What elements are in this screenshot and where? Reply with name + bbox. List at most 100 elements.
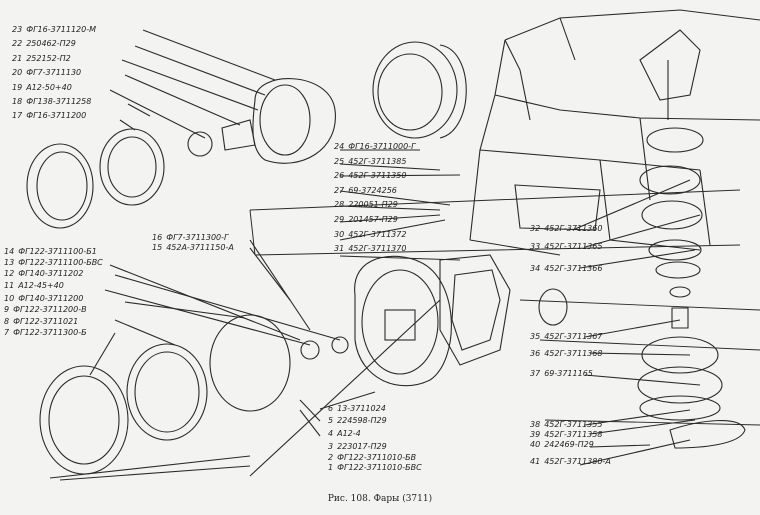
callout-number: 7 — [4, 327, 10, 337]
handle-41 — [669, 420, 746, 449]
part-code: 452Г-3711367 — [544, 332, 603, 341]
part-code: 452Г-3711358 — [544, 430, 603, 439]
reflector-17-inner — [107, 136, 157, 198]
part-code: 220051-П29 — [348, 200, 398, 210]
callout-number: 4 — [328, 429, 334, 438]
callout-number: 41 — [530, 457, 541, 466]
rim-7 — [39, 365, 129, 475]
part-code: ФГ16-3711120-М — [26, 25, 97, 34]
part-code: ФГ122-3711010-БВ — [337, 453, 417, 462]
callout-number: 29 — [334, 214, 345, 224]
callout-number: 1 — [328, 463, 334, 472]
callout-number: 39 — [530, 430, 541, 439]
bulb-11 — [300, 340, 320, 360]
callout-number: 27 — [334, 185, 345, 195]
part-code: ФГ122-3711200-В — [13, 305, 87, 315]
spring-35 — [671, 307, 689, 329]
headlamp-housing-23 — [252, 78, 336, 164]
callout-number: 10 — [4, 294, 15, 304]
mesh-grille-31-inner — [451, 269, 501, 351]
callout-number: 8 — [4, 316, 10, 326]
part-code: 452Г-3711368 — [544, 349, 603, 358]
callout-number: 31 — [334, 244, 345, 254]
part-code: 452Г-3711365 — [544, 242, 603, 251]
callout-number: 3 — [328, 442, 334, 451]
flange-33 — [639, 165, 701, 195]
callout-number: 2 — [328, 453, 334, 462]
part-code: ФГ7-3711130 — [26, 68, 82, 78]
lens-8 — [209, 314, 291, 412]
part-code: ФГ140-3711200 — [18, 294, 84, 304]
part-code: 69-3724256 — [348, 185, 397, 195]
callout-number: 22 — [12, 39, 23, 49]
part-code: 13-3711024 — [337, 404, 386, 413]
callout-number: 35 — [530, 332, 541, 341]
part-code: ФГ122-3711100-БВС — [18, 258, 103, 268]
mesh-grille-31 — [439, 254, 511, 366]
callout-number: 38 — [530, 420, 541, 429]
callout-number: 18 — [12, 96, 23, 106]
callout-number: 6 — [328, 404, 334, 413]
headlamp-housing-23-rim — [259, 84, 311, 156]
callout-number: 30 — [334, 229, 345, 239]
part-code: А12-45+40 — [18, 280, 64, 290]
figure-caption: Рис. 108. Фары (3711) — [327, 494, 433, 504]
callout-number: 9 — [4, 305, 10, 315]
part-code: ФГ16-3711000-Г — [348, 142, 416, 151]
callout-number: 5 — [328, 416, 334, 425]
gasket-34 — [648, 239, 702, 261]
callout-number: 14 — [4, 247, 15, 256]
leader-22 — [134, 45, 266, 96]
ring-32 — [646, 127, 704, 153]
rim-9-inner — [134, 351, 200, 433]
callout-number: 11 — [4, 280, 15, 290]
part-code: 452Г-3711355 — [544, 420, 603, 429]
washer-34b — [655, 261, 701, 279]
part-code: 252152-П2 — [26, 53, 71, 63]
part-code: ФГ138-3711258 — [26, 96, 92, 106]
cab-frame-lines — [249, 189, 741, 256]
bulb-19 — [187, 131, 213, 157]
headlamp-body-main-rim — [361, 269, 439, 375]
part-code: 452Г-3711385 — [348, 156, 407, 166]
plate-33b — [641, 200, 703, 230]
headlamp-socket — [384, 309, 416, 341]
part-code: ФГ140-3711202 — [18, 269, 84, 279]
upper-headlamp-body — [439, 44, 467, 139]
callout-number: 25 — [334, 156, 345, 166]
part-code: А12-4 — [337, 429, 361, 438]
callout-number: 13 — [4, 258, 15, 268]
upper-headlamp-inner — [377, 53, 443, 131]
upper-headlamp-lens — [372, 41, 458, 139]
callout-number: 33 — [530, 242, 541, 251]
